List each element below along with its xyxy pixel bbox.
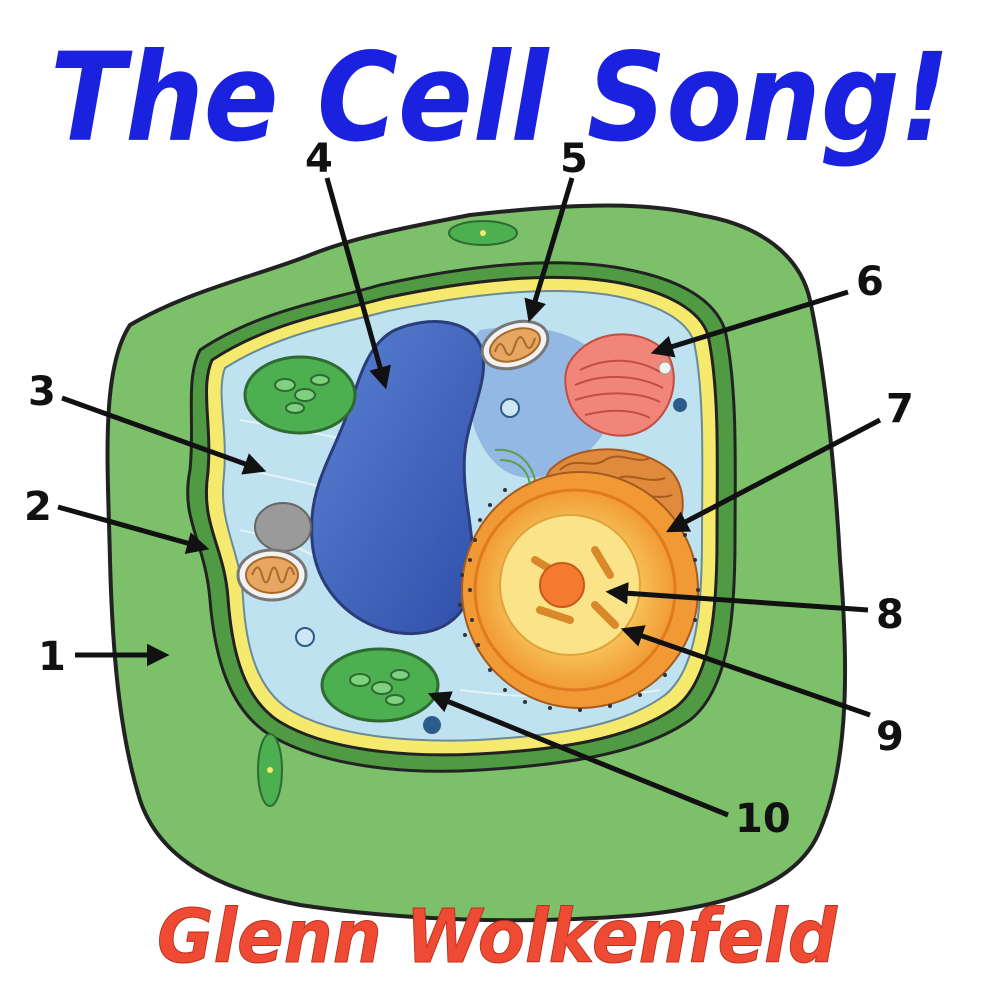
label-9: 9 (876, 714, 904, 760)
artist-name: Glenn Wolkenfeld (157, 894, 838, 980)
arrow-4 (324, 177, 391, 390)
arrow-6 (650, 289, 849, 358)
label-4: 4 (305, 136, 333, 182)
label-3: 3 (28, 369, 56, 415)
arrow-2 (57, 504, 210, 555)
arrow-3 (61, 395, 267, 475)
label-arrows (57, 177, 882, 818)
small-vesicle (500, 398, 520, 418)
label-1: 1 (38, 634, 66, 680)
label-5: 5 (560, 136, 588, 182)
chloroplast-top (243, 355, 357, 435)
plant-cell-diagram (105, 203, 848, 923)
golgi-apparatus (564, 333, 675, 437)
small-vesicle (423, 716, 441, 734)
arrow-10 (427, 691, 729, 818)
small-vesicle (658, 361, 672, 375)
arrow-5 (524, 177, 575, 323)
number-labels: 1 2 3 4 5 6 7 8 9 10 (24, 136, 914, 842)
chloroplast-bottom (320, 647, 440, 723)
wall-chloroplast-bottom (257, 733, 283, 807)
nucleolus (539, 562, 585, 608)
label-6: 6 (856, 259, 884, 305)
vesicle (254, 502, 312, 552)
label-2: 2 (24, 484, 52, 530)
mitochondrion-top (480, 319, 550, 371)
wall-chloroplast-top (448, 220, 518, 246)
label-7: 7 (886, 386, 914, 432)
mitochondrion-left (236, 548, 308, 602)
arrow-7 (666, 417, 882, 533)
label-10: 10 (735, 796, 791, 842)
arrow-9 (620, 625, 871, 718)
album-title: The Cell Song! (50, 27, 950, 169)
label-8: 8 (876, 592, 904, 638)
small-vesicle (673, 398, 687, 412)
smooth-er (494, 448, 536, 486)
small-vesicle (295, 627, 315, 647)
arrow-8 (605, 582, 869, 613)
